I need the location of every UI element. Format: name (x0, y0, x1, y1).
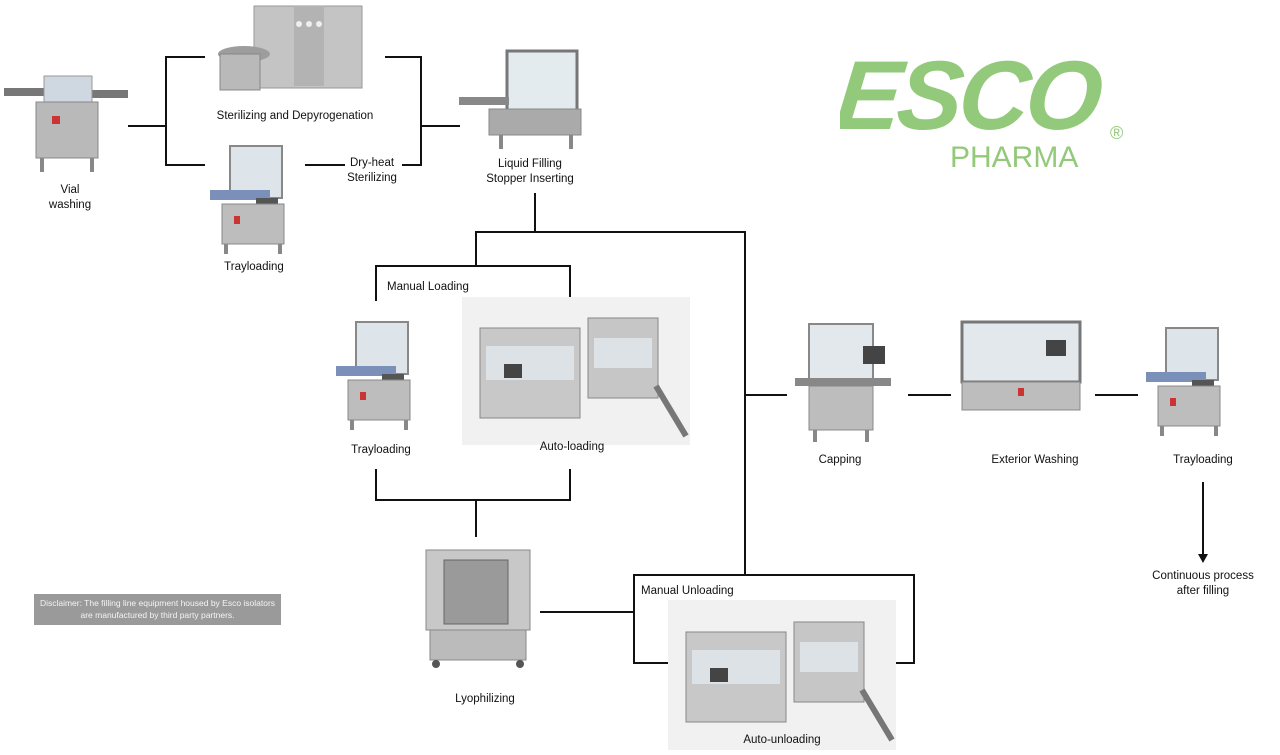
connector (633, 662, 668, 664)
connector (633, 574, 915, 576)
trayloader-image (1146, 327, 1221, 436)
connector (475, 231, 746, 233)
connector (128, 125, 167, 127)
svg-text:®: ® (1110, 123, 1123, 143)
label-exterior-washing: Exterior Washing (991, 454, 1079, 466)
connector (375, 499, 571, 501)
connector (385, 56, 422, 58)
connector (420, 125, 460, 127)
connector (744, 231, 746, 576)
connector (402, 164, 422, 166)
connector (1095, 394, 1138, 396)
connector (534, 193, 536, 233)
connector (633, 574, 635, 664)
auto-loading-image (479, 317, 689, 438)
label-dry-heat: Dry-heat Sterilizing (347, 157, 397, 184)
auto-unloading-image (685, 621, 895, 742)
liquid-filling-machine-image (459, 49, 582, 149)
connector (908, 394, 951, 396)
svg-text:PHARMA: PHARMA (950, 141, 1078, 174)
connector (165, 56, 205, 58)
label-continuous-process: Continuous process after filling (1152, 570, 1254, 597)
connector (165, 56, 167, 166)
connector (475, 231, 477, 267)
connector (913, 574, 915, 664)
freeze-dryer-image (425, 549, 531, 668)
svg-text:ESCO: ESCO (840, 45, 1107, 150)
connector (475, 499, 477, 537)
vial-washer-image (4, 75, 128, 172)
label-manual-unloading: Manual Unloading (641, 585, 734, 597)
label-vial-washing: Vial washing (48, 184, 92, 211)
connector (569, 265, 571, 301)
label-trayloading: Trayloading (224, 261, 284, 273)
arrow-down-icon (1198, 482, 1208, 563)
label-sterilizing: Sterilizing and Depyrogenation (216, 110, 374, 122)
connector (540, 611, 635, 613)
label-auto-unloading: Auto-unloading (743, 734, 821, 746)
esco-pharma-logo: ESCO ® PHARMA (840, 45, 1123, 174)
connector (375, 265, 377, 301)
label-manual-loading: Manual Loading (387, 281, 469, 293)
connector (375, 265, 571, 267)
connector (375, 469, 377, 501)
label-auto-loading: Auto-loading (539, 441, 605, 453)
connector (305, 164, 345, 166)
label-lyophilizing: Lyophilizing (455, 693, 515, 705)
label-capping: Capping (818, 454, 862, 466)
connector (744, 394, 787, 396)
sterilizing-tunnel-image (218, 5, 363, 91)
exterior-washer-image (960, 320, 1082, 411)
trayloader-image (210, 145, 285, 254)
trayloader-image (336, 321, 411, 430)
label-trayloading: Trayloading (351, 444, 411, 456)
disclaimer-box: Disclaimer: The filling line equipment h… (34, 594, 281, 625)
connector (420, 56, 422, 166)
capping-machine-image (795, 323, 891, 442)
connector (893, 662, 915, 664)
label-trayloading: Trayloading (1173, 454, 1233, 466)
label-liquid-filling: Liquid Filling Stopper Inserting (486, 158, 574, 185)
connector (165, 164, 205, 166)
connector (569, 469, 571, 501)
